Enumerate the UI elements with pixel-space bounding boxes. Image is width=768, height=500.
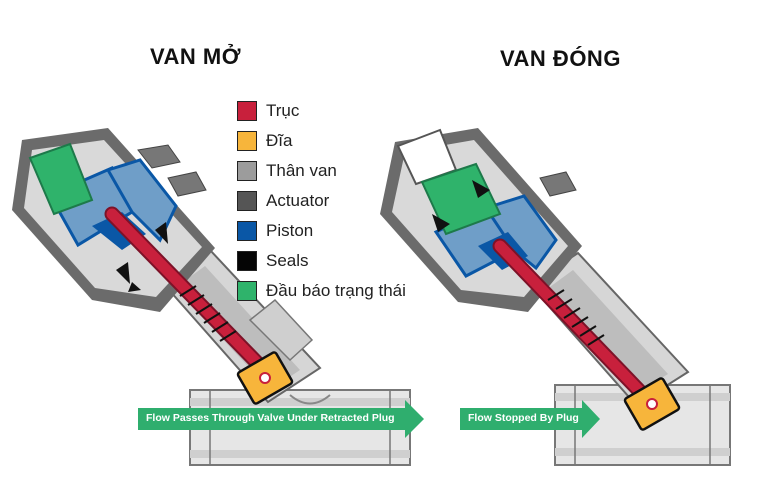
open-valve-title: VAN MỞ <box>150 44 242 69</box>
open-valve <box>12 128 411 466</box>
open-valve-spring <box>179 285 237 342</box>
open-flow-arrow <box>138 400 424 438</box>
closed-valve-arrows <box>432 180 490 232</box>
legend-item-seals: Seals <box>237 246 406 276</box>
legend-label-piston: Piston <box>266 221 314 240</box>
legend: Trục Đĩa Thân van Actuator Piston Seals … <box>237 96 406 306</box>
legend-item-body: Thân van <box>237 156 406 186</box>
legend-label-disc: Đĩa <box>266 131 293 150</box>
legend-swatch-disc <box>237 131 257 151</box>
closed-flow-arrow <box>460 400 600 438</box>
legend-label-body: Thân van <box>266 161 337 180</box>
legend-swatch-piston <box>237 221 257 241</box>
legend-label-actuator: Actuator <box>266 191 330 210</box>
legend-label-seals: Seals <box>266 251 309 270</box>
closed-valve <box>380 128 731 466</box>
open-valve-stem <box>104 206 278 384</box>
open-valve-arrows <box>116 222 168 292</box>
open-valve-disc <box>236 351 294 405</box>
legend-item-disc: Đĩa <box>237 126 406 156</box>
legend-item-stem: Trục <box>237 96 406 126</box>
closed-valve-title: VAN ĐÓNG <box>500 46 621 71</box>
legend-item-piston: Piston <box>237 216 406 246</box>
closed-valve-disc <box>623 377 681 431</box>
legend-swatch-stem <box>237 101 257 121</box>
legend-swatch-actuator <box>237 191 257 211</box>
open-valve-indicator <box>28 142 94 216</box>
legend-label-stem: Trục <box>266 101 300 120</box>
legend-label-indicator: Đầu báo trạng thái <box>266 281 406 300</box>
closed-valve-spring <box>547 289 605 346</box>
closed-valve-indicator <box>420 162 502 236</box>
open-flow-label: Flow Passes Through Valve Under Retracte… <box>146 412 395 424</box>
legend-swatch-body <box>237 161 257 181</box>
legend-swatch-seals <box>237 251 257 271</box>
legend-item-indicator: Đầu báo trạng thái <box>237 276 406 306</box>
legend-item-actuator: Actuator <box>237 186 406 216</box>
closed-flow-label: Flow Stopped By Plug <box>468 412 579 424</box>
legend-swatch-indicator <box>237 281 257 301</box>
